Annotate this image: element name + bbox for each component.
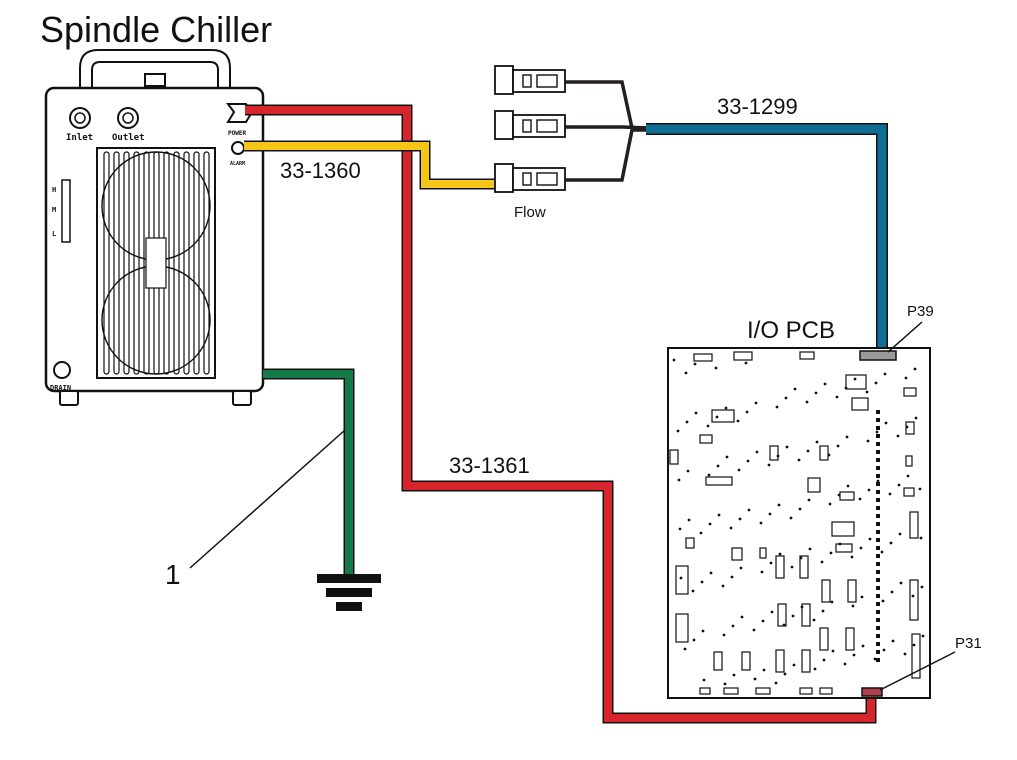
cable-label-flow: 33-1299 bbox=[717, 94, 798, 119]
ground-cable-outline bbox=[263, 368, 355, 575]
drain-label: DRAIN bbox=[50, 384, 71, 392]
pcb-title: I/O PCB bbox=[747, 317, 835, 344]
ground-icon bbox=[317, 574, 381, 611]
power-label: POWER bbox=[228, 130, 246, 137]
alarm-port-icon bbox=[231, 141, 245, 155]
p39-label: P39 bbox=[907, 303, 934, 320]
ground-callout: 1 bbox=[165, 559, 181, 590]
p31-connector bbox=[861, 687, 883, 697]
p39-connector bbox=[859, 350, 897, 361]
flow-connectors bbox=[494, 65, 566, 193]
flow-wire bbox=[565, 125, 651, 130]
fill-cap bbox=[144, 73, 166, 87]
cable-label-power: 33-1361 bbox=[449, 453, 530, 478]
callout-leader bbox=[189, 429, 346, 569]
p31-label: P31 bbox=[955, 635, 982, 652]
flow-label: Flow bbox=[514, 204, 546, 221]
outlet-label: Outlet bbox=[112, 133, 145, 143]
diagram-title: Spindle Chiller bbox=[40, 9, 272, 50]
alarm-label: ALARM bbox=[230, 161, 245, 167]
level-gauge bbox=[61, 179, 71, 243]
inlet-label: Inlet bbox=[66, 133, 93, 143]
ground-cable bbox=[263, 370, 353, 575]
chiller-foot bbox=[59, 390, 79, 406]
flow-wire bbox=[565, 128, 650, 182]
p31-leader bbox=[879, 651, 956, 691]
power-cable bbox=[245, 106, 875, 722]
alarm-cable bbox=[244, 142, 500, 188]
drain-fitting bbox=[53, 361, 71, 379]
level-mark-m: M bbox=[52, 206, 56, 214]
flow-connector-icon bbox=[494, 163, 566, 193]
flow-connector-icon bbox=[494, 65, 566, 95]
vent-grille bbox=[96, 147, 216, 379]
p39-leader bbox=[887, 321, 923, 353]
spindle-chiller: Inlet Outlet POWER ALARM H M L DRAIN bbox=[44, 49, 265, 406]
chiller-foot bbox=[232, 390, 252, 406]
pcb-components bbox=[669, 351, 925, 695]
flow-connector-icon bbox=[494, 110, 566, 140]
flow-cable bbox=[646, 124, 887, 350]
level-mark-l: L bbox=[52, 230, 56, 238]
pcb-board bbox=[667, 347, 931, 699]
io-pcb bbox=[667, 347, 931, 699]
cable-label-alarm: 33-1360 bbox=[280, 158, 361, 183]
level-mark-h: H bbox=[52, 186, 56, 194]
flow-wire bbox=[565, 80, 650, 130]
